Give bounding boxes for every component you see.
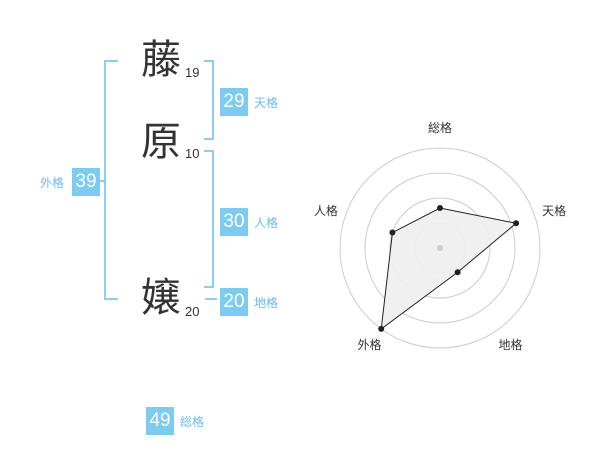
radar-point-4	[389, 229, 396, 236]
tenkaku-bracket-vertical	[212, 60, 214, 140]
radar-axis-label-1: 天格	[542, 203, 566, 218]
soukaku-label: 総格	[180, 415, 205, 429]
stroke-count-1: 19	[185, 65, 200, 80]
radar-ring-4	[339, 147, 541, 349]
jinkaku-bracket-top	[204, 150, 214, 152]
radar-series-polygon	[380, 207, 518, 330]
radar-axis-label-3: 外格	[357, 337, 381, 352]
radar-point-1	[513, 220, 520, 227]
name-char-3: 嬢	[141, 275, 181, 321]
jinkaku-bracket-bottom	[204, 286, 214, 288]
jinkaku-badge: 30	[220, 208, 248, 236]
gaikaku-label: 外格	[40, 176, 65, 190]
outer-bracket-top	[104, 60, 118, 62]
outer-bracket-stub	[98, 180, 104, 182]
tenkaku-label: 天格	[254, 96, 279, 110]
gaikaku-badge: 39	[72, 168, 100, 196]
radar-point-0	[437, 205, 443, 211]
jinkaku-bracket-vertical	[212, 150, 214, 288]
tenkaku-bracket-bottom	[204, 138, 214, 140]
stroke-count-2: 10	[185, 146, 200, 161]
chikaku-label: 地格	[254, 296, 279, 310]
stroke-count-3: 20	[185, 304, 200, 319]
radar-axis-label-4: 人格	[314, 203, 338, 218]
radar-ring-3	[364, 172, 516, 324]
radar-point-2	[454, 269, 461, 276]
chikaku-badge: 20	[220, 288, 248, 316]
name-char-1: 藤	[141, 37, 181, 83]
outer-bracket-vertical	[104, 60, 106, 300]
tenkaku-bracket-top	[204, 60, 214, 62]
soukaku-badge: 49	[146, 407, 174, 435]
name-char-2: 原	[141, 119, 181, 165]
jinkaku-label: 人格	[254, 216, 279, 230]
outer-bracket-bottom	[104, 298, 118, 300]
chikaku-connector	[205, 298, 217, 300]
radar-ring-2	[389, 197, 491, 299]
radar-point-3	[378, 325, 385, 332]
radar-points	[378, 205, 520, 332]
radar-axis-label-2: 地格	[499, 337, 523, 352]
radar-axis-label-0: 総格	[428, 120, 452, 135]
tenkaku-badge: 29	[220, 88, 248, 116]
radar-center-dot	[437, 245, 443, 251]
